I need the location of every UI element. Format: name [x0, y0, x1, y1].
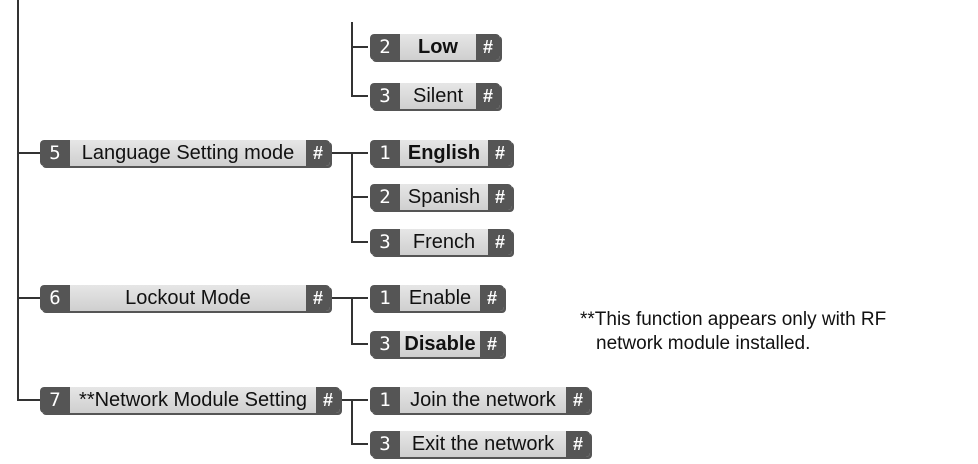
hash-key-icon: # [488, 184, 512, 210]
option-label: Exit the network [400, 431, 566, 457]
hash-key-icon: # [566, 431, 590, 457]
hash-key-icon: # [488, 140, 512, 166]
footnote-line-2: network module installed. [596, 333, 811, 354]
english-option-button[interactable]: 1 English # [370, 140, 512, 166]
menu-number: 6 [40, 285, 70, 311]
hash-key-icon: # [566, 387, 590, 413]
french-option-button[interactable]: 3 French # [370, 229, 512, 255]
option-label: Silent [400, 83, 476, 109]
hash-key-icon: # [476, 83, 500, 109]
option-number: 1 [370, 140, 400, 166]
option-label: Low [400, 34, 476, 60]
footnote-line-1: **This function appears only with RF [580, 309, 887, 330]
menu-label: Language Setting mode [70, 140, 306, 166]
lockout-mode-button[interactable]: 6 Lockout Mode # [40, 285, 330, 311]
option-label: Disable [400, 331, 480, 357]
option-label: Spanish [400, 184, 488, 210]
hash-key-icon: # [306, 285, 330, 311]
menu-label: **Network Module Setting [70, 387, 316, 413]
option-number: 2 [370, 34, 400, 60]
hash-key-icon: # [316, 387, 340, 413]
hash-key-icon: # [476, 34, 500, 60]
option-label: French [400, 229, 488, 255]
option-number: 1 [370, 387, 400, 413]
option-number: 3 [370, 229, 400, 255]
option-number: 2 [370, 184, 400, 210]
option-number: 3 [370, 331, 400, 357]
hash-key-icon: # [488, 229, 512, 255]
option-label: Join the network [400, 387, 566, 413]
footnote: **This function appears only with RF net… [580, 308, 886, 356]
option-label: English [400, 140, 488, 166]
exit-network-option-button[interactable]: 3 Exit the network # [370, 431, 590, 457]
disable-option-button[interactable]: 3 Disable # [370, 331, 504, 357]
menu-label: Lockout Mode [70, 285, 306, 311]
menu-number: 5 [40, 140, 70, 166]
hash-key-icon: # [480, 285, 504, 311]
menu-number: 7 [40, 387, 70, 413]
option-number: 3 [370, 431, 400, 457]
option-label: Enable [400, 285, 480, 311]
language-setting-mode-button[interactable]: 5 Language Setting mode # [40, 140, 330, 166]
network-module-setting-button[interactable]: 7 **Network Module Setting # [40, 387, 340, 413]
enable-option-button[interactable]: 1 Enable # [370, 285, 504, 311]
hash-key-icon: # [306, 140, 330, 166]
option-number: 1 [370, 285, 400, 311]
hash-key-icon: # [480, 331, 504, 357]
silent-option-button[interactable]: 3 Silent # [370, 83, 500, 109]
join-network-option-button[interactable]: 1 Join the network # [370, 387, 590, 413]
low-option-button[interactable]: 2 Low # [370, 34, 500, 60]
spanish-option-button[interactable]: 2 Spanish # [370, 184, 512, 210]
option-number: 3 [370, 83, 400, 109]
